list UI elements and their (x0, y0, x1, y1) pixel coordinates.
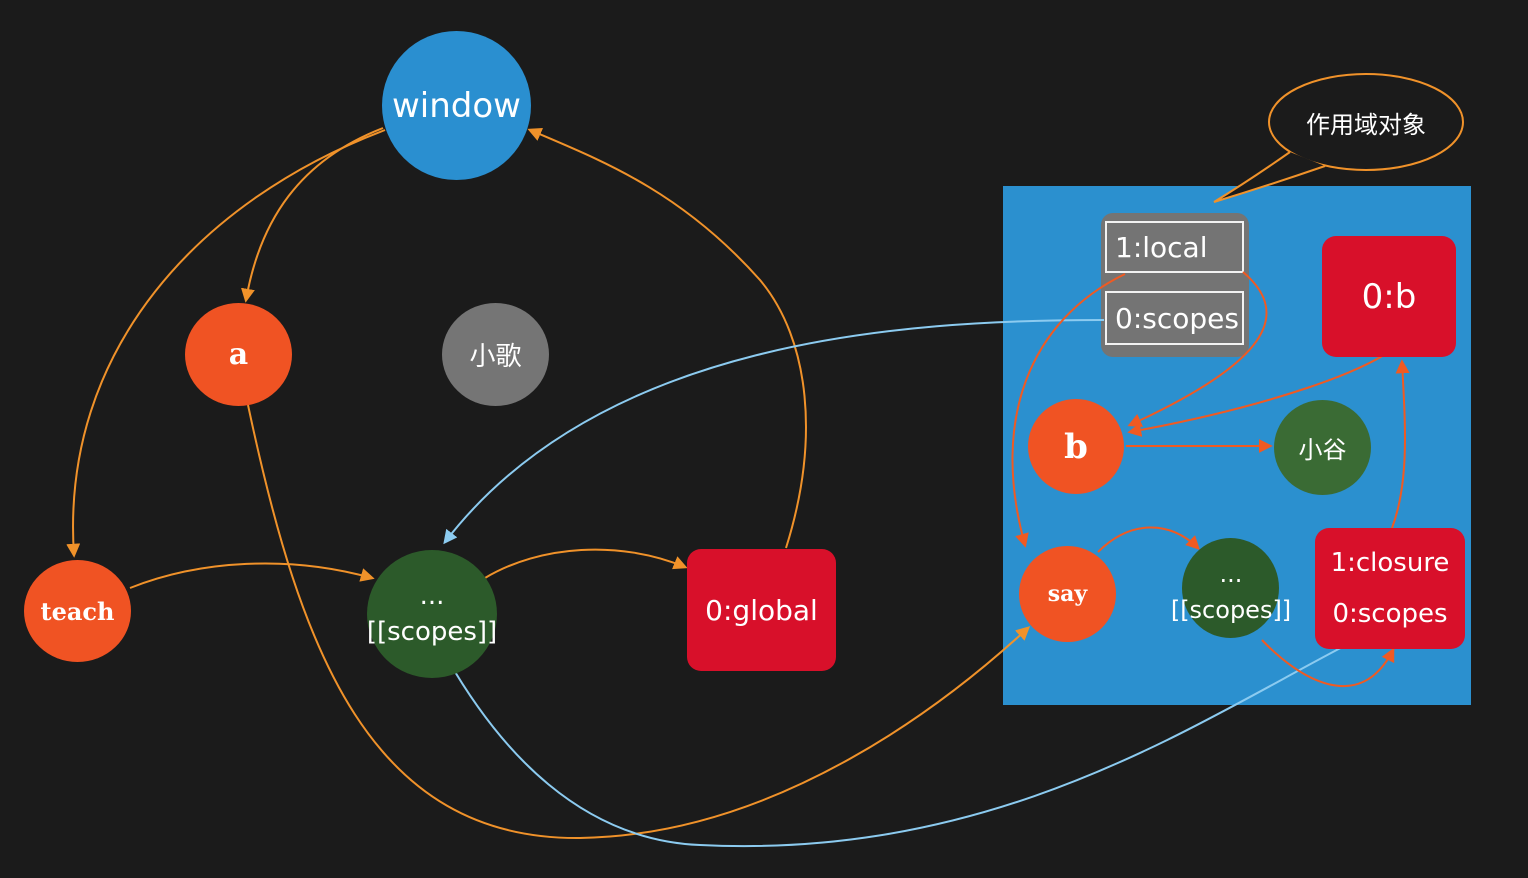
say-label: say (1047, 581, 1088, 607)
edge-window-to-a (241, 127, 384, 303)
zero-b-label: 0:b (1361, 276, 1417, 317)
left-scopes-node[interactable]: ... [[scopes]] (367, 550, 497, 678)
local-scopes-cell: 0:scopes (1105, 291, 1244, 345)
edge-a-to-say (247, 404, 1031, 840)
right-scopes-node[interactable] (1182, 538, 1279, 638)
teach-node[interactable]: teach (24, 560, 131, 662)
variable-b-node[interactable]: b (1028, 399, 1124, 494)
window-node[interactable]: window (382, 31, 531, 180)
left-scopes-dots: ... (419, 580, 445, 611)
value-xiaoge-label: 小歌 (469, 342, 522, 372)
variable-a-label: a (228, 337, 249, 372)
value-xiaogu-node[interactable]: 小谷 (1274, 400, 1371, 495)
local-scopes-label: 0:scopes (1115, 301, 1239, 335)
callout-text: 作用域对象 (1306, 110, 1426, 139)
edge-teach-to-scopes (129, 562, 375, 589)
variable-b-label: b (1064, 426, 1088, 467)
local-label-cell: 1:local (1105, 221, 1244, 273)
right-scopes-label: [[scopes]] (1170, 596, 1292, 624)
teach-label: teach (40, 596, 115, 626)
local-scope-box: 1:local 0:scopes (1101, 213, 1249, 357)
left-scopes-label: [[scopes]] (366, 617, 498, 647)
edge-scopes-to-global (484, 548, 688, 579)
closure-scope-node[interactable]: 1:closure 0:scopes (1315, 528, 1465, 649)
say-node[interactable]: say (1019, 546, 1116, 642)
closure-label: 1:closure (1330, 547, 1450, 578)
local-label: 1:local (1115, 230, 1208, 264)
global-scope-label: 0:global (705, 593, 818, 627)
edge-global-to-window (527, 127, 807, 549)
global-scope-node[interactable]: 0:global (687, 549, 836, 671)
closure-scopes-label: 0:scopes (1332, 598, 1448, 629)
window-label: window (392, 85, 521, 126)
value-xiaogu-label: 小谷 (1298, 436, 1347, 464)
right-scopes-dots: ... (1219, 560, 1243, 588)
value-xiaoge-node[interactable]: 小歌 (442, 303, 549, 406)
variable-a-node[interactable]: a (185, 303, 292, 406)
right-scopes-text: ... [[scopes]] (1150, 556, 1312, 628)
zero-b-node[interactable]: 0:b (1322, 236, 1456, 357)
